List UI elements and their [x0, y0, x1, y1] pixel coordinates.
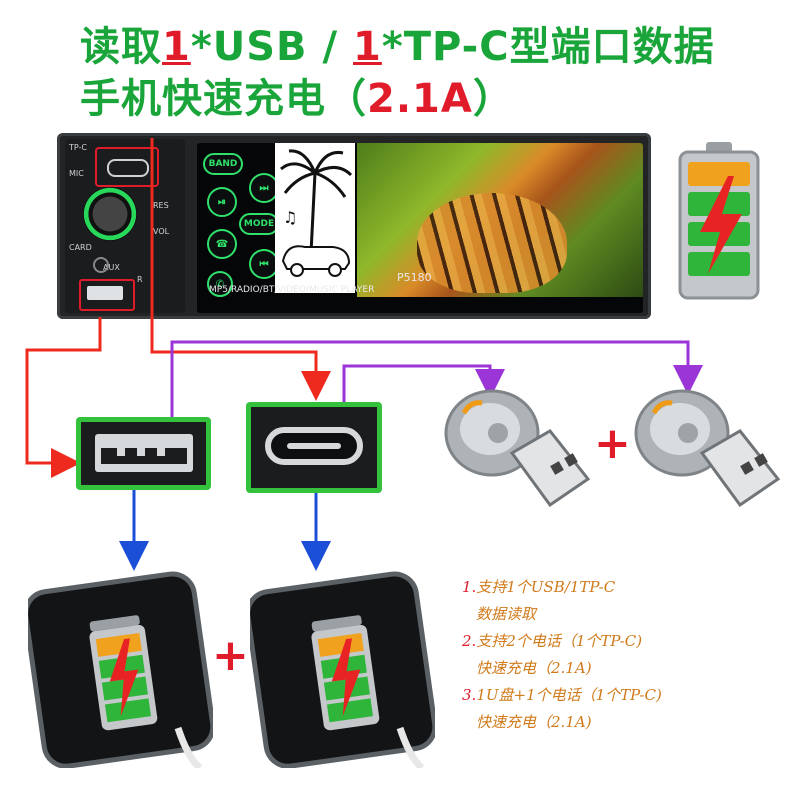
headline-line-1: 读取1*USB / 1*TP-C型端口数据 — [80, 14, 715, 72]
headline-text: 手机快速充电（ — [80, 76, 367, 122]
headline-text: 读取 — [80, 24, 162, 70]
svg-text:♫: ♫ — [283, 208, 297, 227]
label-vol: VOL — [153, 227, 170, 236]
typec-port-closeup — [246, 402, 382, 493]
label-res: RES — [153, 201, 169, 210]
aux-jack[interactable] — [93, 257, 109, 273]
model-number: P5180 — [397, 271, 432, 284]
note-line: 快速充电（2.1A) — [476, 713, 592, 731]
usb-port[interactable] — [87, 286, 123, 300]
note-line: 数据读取 — [476, 605, 537, 623]
phone-call-icon[interactable]: ✆ — [207, 271, 233, 297]
usb-a-socket — [95, 434, 193, 472]
headline-text: *TP-C型端口数据 — [381, 24, 715, 70]
control-panel: TP-C MIC RES VOL CARD AUX R — [65, 139, 185, 313]
usb-flash-drive-icon — [444, 389, 591, 508]
plus-sign: + — [212, 630, 249, 681]
typec-socket — [265, 427, 363, 465]
usb-a-port-closeup — [76, 417, 211, 490]
previous-track-icon[interactable]: ⏮ — [249, 249, 279, 279]
note-line: 2.支持2个电话（1个TP-C) — [462, 632, 643, 650]
band-button[interactable]: BAND — [203, 153, 243, 175]
smartphone-icon — [28, 571, 213, 768]
typec-tongue — [287, 443, 341, 449]
tiger-image — [417, 193, 567, 293]
label-reset: R — [137, 275, 143, 284]
note-line: 3.1U盘+1个电话（1个TP-C) — [462, 686, 662, 704]
play-pause-icon[interactable]: ⏯ — [207, 187, 237, 217]
plus-sign: + — [594, 418, 631, 469]
phone-hangup-icon[interactable]: ☎ — [207, 229, 237, 259]
label-mic: MIC — [69, 169, 84, 178]
label-aux: AUX — [103, 263, 120, 272]
headline-text: ） — [472, 76, 514, 122]
headline-line-2: 手机快速充电（2.1A） — [80, 66, 514, 124]
palm-tree-icon: ♫ — [280, 149, 353, 277]
tiger-wallpaper-image — [357, 143, 643, 297]
smartphone-icon — [250, 571, 435, 768]
typec-port[interactable] — [107, 159, 149, 177]
battery-charging-icon — [678, 142, 760, 300]
usb-flash-drive-icon — [634, 389, 781, 508]
display-screen: BAND ⏭ ⏯ MODE ⌂ ☎ ♪ ⏮ ✆ ♫ P5180 MP5/RADI… — [197, 143, 643, 313]
label-tpc: TP-C — [69, 143, 88, 152]
label-card: CARD — [69, 243, 92, 252]
note-line: 1.支持1个USB/1TP-C — [462, 578, 616, 596]
palm-car-wallpaper: ♫ — [275, 143, 355, 293]
feature-notes: 1.支持1个USB/1TP-C 数据读取 2.支持2个电话（1个TP-C) 快速… — [462, 574, 797, 736]
headline-count-typec: 1 — [353, 24, 382, 70]
model-caption: MP5/RADIO/BT/VIDEO/MUSIC PLAYER — [209, 285, 375, 295]
note-line: 快速充电（2.1A) — [476, 659, 592, 677]
headline-text: *USB / — [190, 24, 353, 70]
car-stereo-head-unit: TP-C MIC RES VOL CARD AUX R BAND ⏭ ⏯ MOD… — [57, 133, 651, 319]
typec-port-highlight — [95, 147, 159, 187]
volume-knob[interactable] — [83, 187, 137, 241]
usb-port-highlight — [79, 279, 135, 311]
headline-amperage: 2.1A — [367, 76, 473, 122]
headline-count-usb: 1 — [162, 24, 191, 70]
